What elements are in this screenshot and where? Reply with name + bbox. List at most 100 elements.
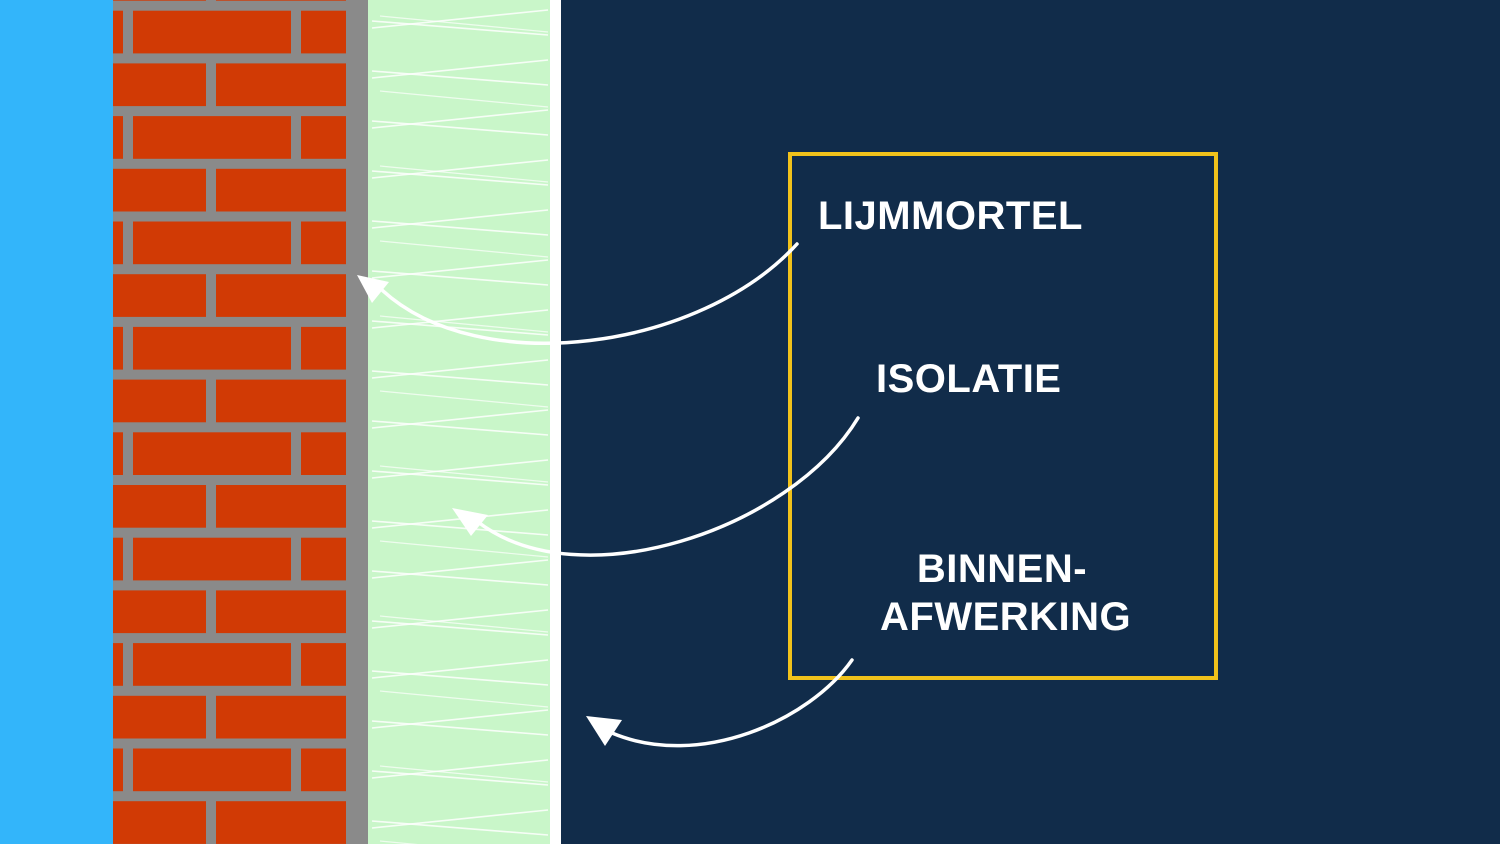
brick: [113, 116, 123, 159]
brick: [133, 116, 291, 159]
insulation-fibre: [379, 315, 549, 333]
insulation-fibre: [371, 320, 549, 336]
brick: [133, 643, 291, 686]
insulation-fibre: [379, 390, 549, 408]
brick: [113, 801, 206, 844]
label-binnenafwerking-line2: AFWERKING: [880, 595, 1132, 639]
brick: [133, 432, 291, 475]
insulation-fibre: [371, 170, 549, 186]
insulation-fibre: [371, 770, 549, 786]
insulation-fibre: [379, 690, 549, 708]
pointer-arrows: [357, 242, 860, 748]
brick: [216, 801, 346, 844]
insulation-fibre: [371, 470, 549, 486]
insulation-fibre: [371, 59, 549, 79]
insulation-fibre: [379, 465, 549, 483]
insulation-fibre: [371, 720, 549, 736]
insulation-fibre: [371, 309, 549, 329]
insulation-fibre: [379, 165, 549, 183]
brick: [113, 63, 206, 107]
insulation-fibre: [379, 90, 549, 108]
brick: [301, 10, 346, 54]
insulation-fibre: [371, 609, 549, 629]
brick: [113, 379, 206, 423]
brick: [113, 695, 206, 739]
insulation-fibre: [371, 620, 549, 636]
brick: [113, 590, 206, 634]
insulation-fibre: [371, 459, 549, 479]
insulation-fibre: [379, 240, 549, 258]
label-isolatie: ISOLATIE: [876, 357, 1062, 401]
brick: [216, 274, 346, 317]
adhesive-mortar-layer: [346, 0, 368, 844]
brick: [133, 748, 291, 792]
insulation-fibre: [371, 270, 549, 286]
insulation-fibre: [371, 120, 549, 136]
insulation-fibre: [371, 70, 549, 86]
brick: [113, 432, 123, 475]
insulation-fibre: [371, 409, 549, 429]
insulation-fibres: [371, 9, 549, 844]
brick: [113, 537, 123, 581]
insulation-fibre: [379, 765, 549, 783]
insulation-fibre: [371, 670, 549, 686]
insulation-fibre: [371, 359, 549, 379]
brick: [113, 221, 123, 265]
brick: [113, 274, 206, 317]
insulation-fibre: [371, 559, 549, 579]
arrow-lijmmortel: [380, 242, 799, 345]
label-binnenafwerking-line1: BINNEN-: [916, 547, 1088, 591]
insulation-fibre: [371, 759, 549, 779]
insulation-fibre: [371, 659, 549, 679]
brick: [301, 748, 346, 792]
outside-area: [0, 0, 113, 844]
insulation-fibre: [371, 370, 549, 386]
brick: [113, 168, 206, 212]
arrow-binnenafwerking: [610, 658, 854, 748]
insulation-fibre: [371, 220, 549, 236]
brick: [216, 695, 346, 739]
insulation-fibre: [371, 209, 549, 229]
brick: [301, 432, 346, 475]
legend-frame: [788, 152, 1218, 680]
brick: [301, 221, 346, 265]
brick: [113, 485, 206, 528]
arrow-head-isolatie: [452, 508, 488, 536]
insulation-layer: [368, 0, 550, 844]
brick: [216, 485, 346, 528]
brick: [216, 0, 346, 1]
insulation-fibre: [371, 420, 549, 436]
insulation-fibre: [371, 259, 549, 279]
brick: [216, 590, 346, 634]
insulation-fibre: [379, 540, 549, 558]
brick: [113, 748, 123, 792]
brick: [216, 168, 346, 212]
brick: [133, 10, 291, 54]
interior-finish-layer: [550, 0, 561, 844]
brick: [113, 10, 123, 54]
insulation-fibre: [371, 9, 549, 29]
insulation-fibre: [371, 809, 549, 829]
arrow-head-binnenafwerking: [586, 716, 622, 746]
brick: [133, 221, 291, 265]
brick: [301, 643, 346, 686]
insulation-fibre: [371, 109, 549, 129]
insulation-fibre: [371, 570, 549, 586]
insulation-board: [368, 0, 550, 844]
insulation-fibre: [379, 15, 549, 33]
insulation-fibre: [371, 520, 549, 536]
brick: [216, 379, 346, 423]
brick: [301, 326, 346, 370]
arrow-head-lijmmortel: [357, 275, 389, 303]
brick: [113, 643, 123, 686]
brick: [301, 116, 346, 159]
insulation-fibre: [371, 709, 549, 729]
interior-area: [561, 0, 1500, 844]
brick: [113, 326, 123, 370]
arrow-isolatie: [476, 416, 860, 557]
brick-courses: [113, 0, 346, 844]
brick: [301, 537, 346, 581]
brick: [133, 326, 291, 370]
label-lijmmortel: LIJMMORTEL: [818, 194, 1083, 238]
